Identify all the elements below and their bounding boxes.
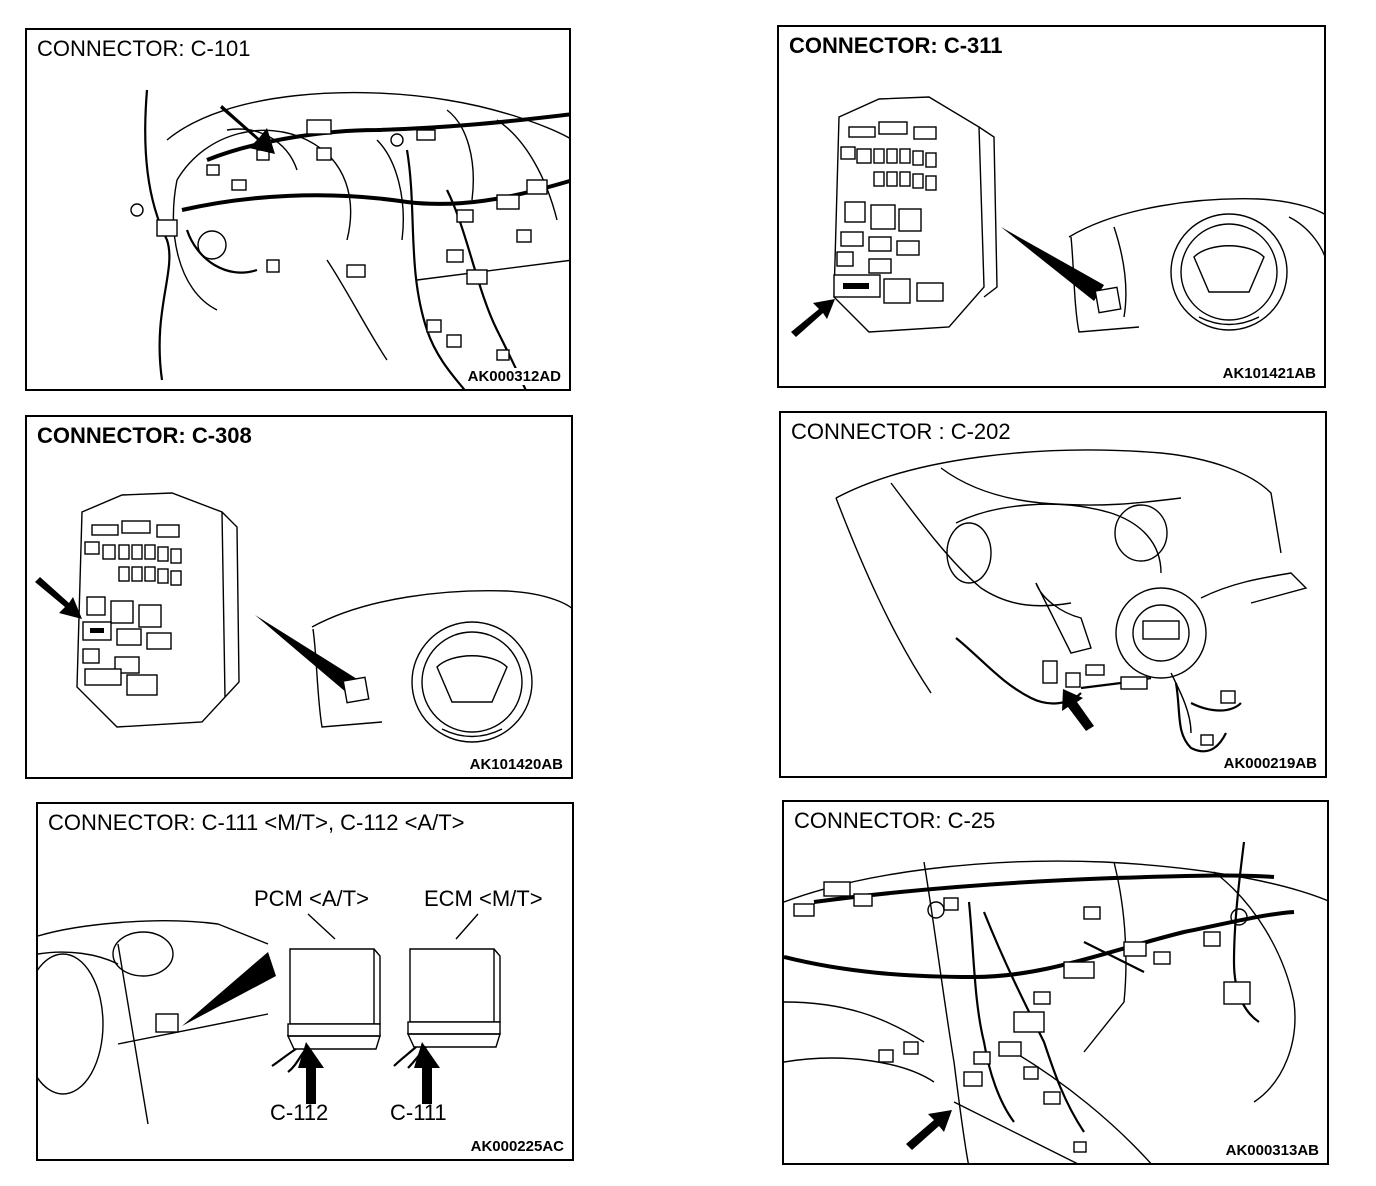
figure-code: AK000313AB — [1223, 1142, 1321, 1159]
ecm-pcm-location-illustration — [38, 913, 501, 1125]
panel-c308: CONNECTOR: C-308 — [25, 415, 573, 779]
ecm-label: ECM <M/T> — [424, 886, 543, 911]
panel-title: CONNECTOR : C-202 — [791, 419, 1011, 444]
figure-code: AK101421AB — [1220, 365, 1318, 382]
panel-c101: CONNECTOR: C-101 — [25, 28, 571, 391]
panel-c202: CONNECTOR : C-202 AK000219AB — [779, 411, 1327, 778]
figure-code: AK101420AB — [467, 756, 565, 773]
panel-title: CONNECTOR: C-311 — [789, 33, 1003, 58]
panel-title: CONNECTOR: C-308 — [37, 423, 252, 448]
panel-title: CONNECTOR: C-25 — [794, 808, 996, 833]
panel-title: CONNECTOR: C-111 <M/T>, C-112 <A/T> — [48, 810, 465, 835]
pcm-label: PCM <A/T> — [254, 886, 369, 911]
figure-code: AK000219AB — [1221, 755, 1319, 772]
c202-steering-column-illustration — [835, 449, 1308, 753]
c101-harness-illustration — [130, 89, 569, 389]
c311-fuse-block-illustration — [791, 96, 1324, 337]
ecm-connector-label: C-111 — [390, 1100, 447, 1125]
c25-harness-illustration — [784, 841, 1327, 1163]
panel-c311: CONNECTOR: C-311 — [777, 25, 1326, 388]
figure-code: AK000312AD — [465, 368, 563, 385]
panel-c111-c112: CONNECTOR: C-111 <M/T>, C-112 <A/T> PCM … — [36, 802, 574, 1161]
c308-fuse-block-illustration — [35, 492, 571, 743]
figure-code: AK000225AC — [468, 1138, 566, 1155]
pcm-connector-label: C-112 — [270, 1100, 329, 1125]
panel-c25: CONNECTOR: C-25 — [782, 800, 1329, 1165]
panel-title: CONNECTOR: C-101 — [37, 36, 251, 61]
